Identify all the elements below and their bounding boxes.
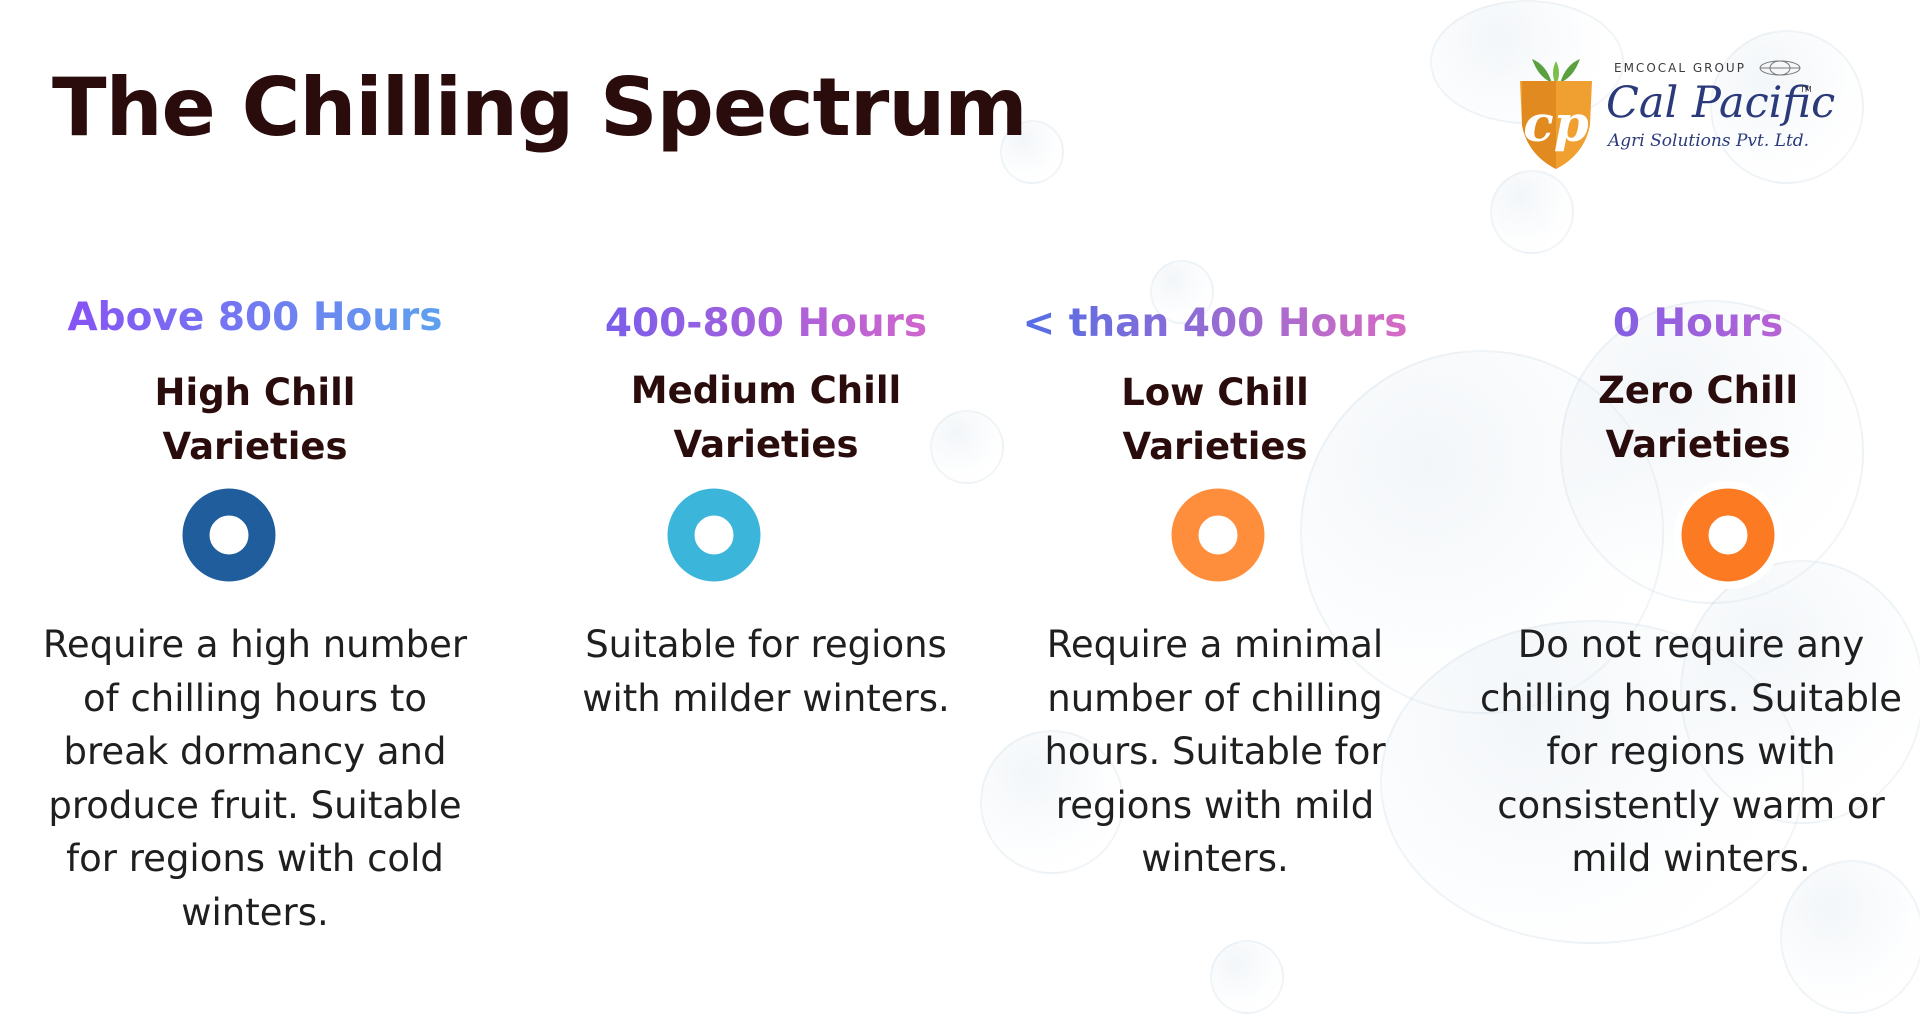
stage-description: Require a high number of chilling hours … <box>42 623 468 934</box>
stage-description: Require a minimal number of chilling hou… <box>1044 623 1386 880</box>
variety-title-line: Varieties <box>1122 425 1308 468</box>
stage-variety-title: Medium Chill Varieties <box>546 364 986 472</box>
timeline-node <box>1171 488 1265 582</box>
variety-title-line: Medium Chill <box>630 369 902 412</box>
stage-hours: 400-800 Hours <box>546 300 986 348</box>
logo-subtitle: Agri Solutions Pvt. Ltd. <box>1608 131 1810 151</box>
variety-title-line: Zero Chill <box>1597 369 1798 412</box>
cal-pacific-logo-icon: cp <box>1520 59 1592 169</box>
stage-variety-title: Zero Chill Varieties <box>1478 364 1918 472</box>
logo-trademark: TM <box>1800 85 1812 94</box>
globe-emblem-icon <box>1759 60 1801 76</box>
stage-variety-title: High Chill Varieties <box>35 366 475 474</box>
stage-hours: 0 Hours <box>1478 300 1918 348</box>
page-title: The Chilling Spectrum <box>52 61 1028 154</box>
company-logo: cp EMCOCAL GROUP Cal Pacific TM Agri Sol… <box>1514 55 1835 175</box>
variety-title-line: High Chill <box>154 371 356 414</box>
stage-hours: < than 400 Hours <box>995 300 1435 348</box>
logo-group-name: EMCOCAL GROUP <box>1614 61 1746 75</box>
variety-title-line: Varieties <box>1605 423 1791 466</box>
logo-company-name: Cal Pacific <box>1606 78 1836 128</box>
stage-description: Do not require any chilling hours. Suita… <box>1479 623 1903 880</box>
stage-description: Suitable for regions with milder winters… <box>582 623 950 720</box>
variety-title-line: Varieties <box>162 425 348 468</box>
svg-text:cp: cp <box>1523 94 1588 153</box>
timeline-node <box>182 488 276 582</box>
timeline-node <box>1681 488 1775 582</box>
timeline-node <box>667 488 761 582</box>
variety-title-line: Varieties <box>673 423 859 466</box>
timeline-nodes <box>175 481 1782 589</box>
stage-variety-title: Low Chill Varieties <box>995 366 1435 474</box>
stage-hours: Above 800 Hours <box>35 294 475 342</box>
variety-title-line: Low Chill <box>1121 371 1309 414</box>
